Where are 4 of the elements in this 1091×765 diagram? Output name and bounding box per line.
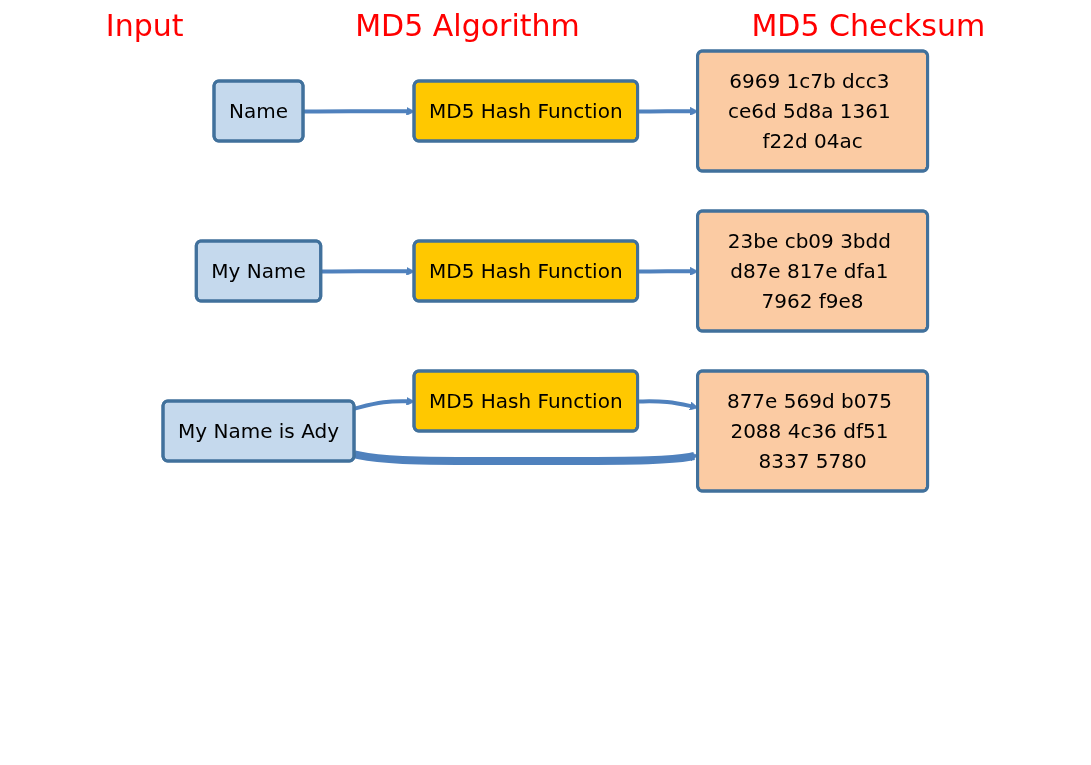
arrow <box>353 450 699 465</box>
column-heading: MD5 Checksum <box>751 8 986 43</box>
column-heading: MD5 Algorithm <box>355 8 580 43</box>
column-heading: Input <box>105 8 184 43</box>
